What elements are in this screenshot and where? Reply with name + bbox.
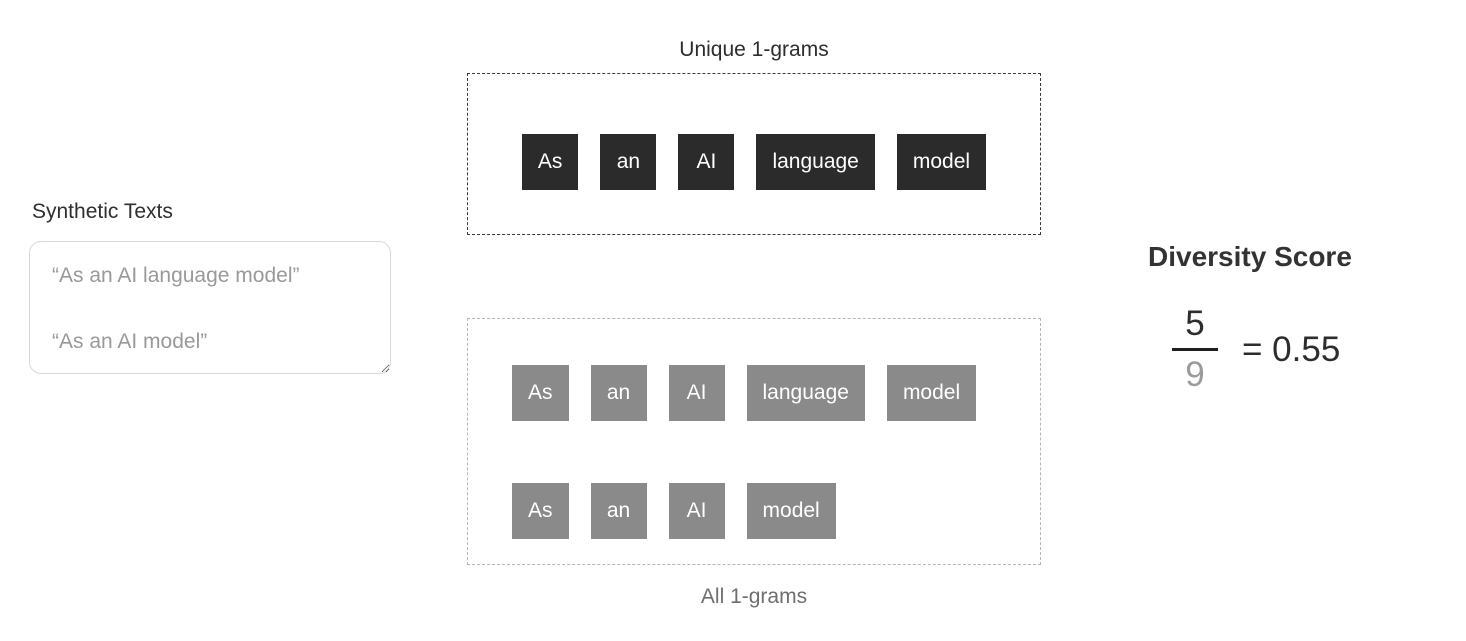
- fraction-denominator: 9: [1185, 355, 1205, 394]
- ngram-token: model: [746, 483, 836, 539]
- ngram-token: As: [512, 365, 569, 421]
- ngram-token: As: [521, 134, 579, 190]
- ngram-token: model: [886, 365, 977, 421]
- all-ngrams-row: As an AI language model: [512, 365, 1040, 421]
- ngram-token: language: [756, 134, 875, 190]
- unique-ngrams-title: Unique 1-grams: [679, 38, 829, 61]
- all-ngrams-box: As an AI language model As an AI model: [467, 318, 1041, 565]
- ngram-token: AI: [668, 483, 725, 539]
- ngram-token: AI: [668, 365, 725, 421]
- synthetic-texts-input[interactable]: “As an AI language model” “As an AI mode…: [29, 241, 391, 374]
- diversity-score-title: Diversity Score: [1148, 241, 1352, 272]
- ngram-token: language: [746, 365, 865, 421]
- unique-ngrams-box: As an AI language model: [467, 73, 1041, 235]
- all-ngrams-label: All 1-grams: [700, 585, 808, 608]
- synthetic-texts-label: Synthetic Texts: [32, 200, 173, 223]
- ngram-token: an: [600, 134, 657, 190]
- score-fraction: 5 9: [1168, 305, 1222, 394]
- fraction-bar: [1172, 348, 1218, 351]
- ngram-token: an: [590, 483, 647, 539]
- fraction-numerator: 5: [1185, 304, 1205, 343]
- score-result: = 0.55: [1242, 329, 1341, 369]
- ngram-token: As: [512, 483, 569, 539]
- all-ngrams-row: As an AI model: [512, 483, 1040, 539]
- ngram-token: model: [896, 134, 987, 190]
- diversity-score-expression: 5 9 = 0.55: [1168, 305, 1340, 394]
- ngram-token: AI: [678, 134, 735, 190]
- ngram-token: an: [590, 365, 647, 421]
